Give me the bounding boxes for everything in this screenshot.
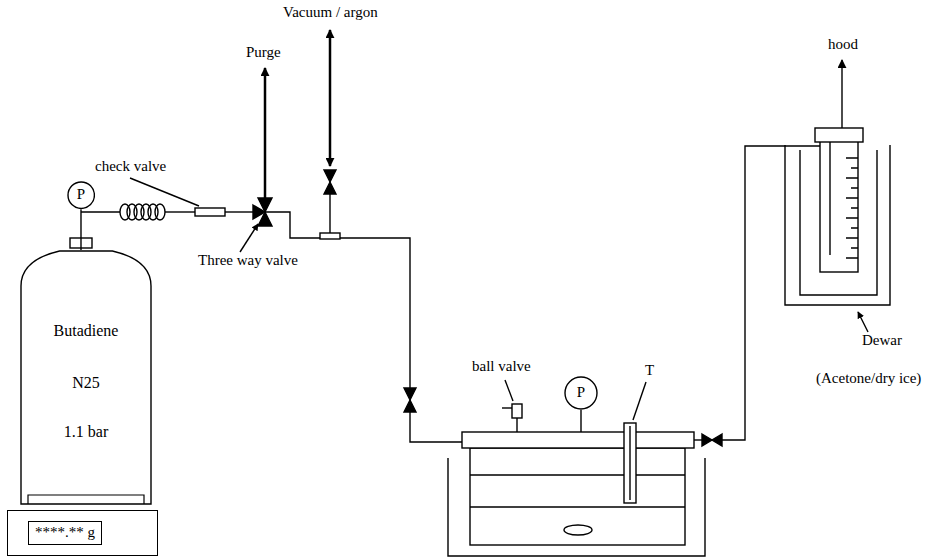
valve-symbol [712,434,722,446]
cylinder-body [21,251,151,504]
pressure-gauge: P [67,181,95,209]
ball-valve-symbol [512,404,522,418]
cylinder-text: 1.1 bar [20,423,152,441]
liquid-level [470,475,685,507]
gas-line [225,211,253,212]
leader-arrow [858,312,868,332]
check-valve-symbol [195,208,225,216]
gas-line [81,211,120,212]
gas-line [410,412,462,442]
gas-line [329,194,330,233]
part-label: T [645,362,654,379]
valve-symbol [324,170,336,182]
stir-bar [564,525,592,535]
coil-loop [155,204,165,220]
gauge-circle [565,377,597,409]
valve-symbol [404,400,416,412]
gas-cylinder: ButadieneN25 1.1 bar [20,250,152,505]
part-label: ball valve [472,358,531,375]
cylinder-text: Butadiene [20,322,152,340]
connector [80,209,81,250]
thermocouple-wire [629,426,630,500]
hood-arrow [841,60,842,128]
three-way-valve-symbol [258,212,272,226]
cylinder-foot [28,495,144,504]
line-label: Vacuum / argon [283,4,378,21]
reactor-vessel [470,448,685,545]
valve-handle [502,407,512,408]
graduation-ticks [846,158,858,258]
purge-arrow [264,68,267,198]
gauge-circle [68,182,94,208]
tee-fitting [320,233,340,239]
leader-line [633,382,646,420]
cylinder-cap [815,128,863,142]
gas-line [694,439,702,440]
vacuum-argon-arrow [329,30,332,166]
thermocouple [624,423,636,503]
valve-symbol [404,388,416,400]
gauge-letter: P [77,186,85,203]
balance: ****.** g [7,510,158,556]
part-label: check valve [95,158,166,175]
pressure-gauge: P [564,376,598,410]
leader-line [505,380,513,401]
gauge-stem [580,410,581,432]
gas-line [265,212,410,388]
valve-stem [516,418,517,432]
part-label: Three way valve [198,252,298,269]
part-label: Dewar [862,332,902,349]
line-label: hood [828,36,858,53]
scale-readout: ****.** g [28,521,102,544]
leader-line [130,178,199,206]
leader-arrow [240,224,258,252]
gas-line [165,211,195,212]
three-way-valve-symbol [258,198,272,212]
gas-line [722,128,830,440]
graduated-cylinder [820,140,858,272]
dip-tube [829,142,830,255]
gauge-letter: P [577,384,585,401]
line-label: Purge [246,44,281,61]
reactor-lid [462,432,694,448]
part-label: (Acetone/dry ice) [816,370,921,387]
valve-symbol [702,434,712,446]
valve-symbol [324,182,336,194]
cylinder-text: N25 [20,374,152,392]
